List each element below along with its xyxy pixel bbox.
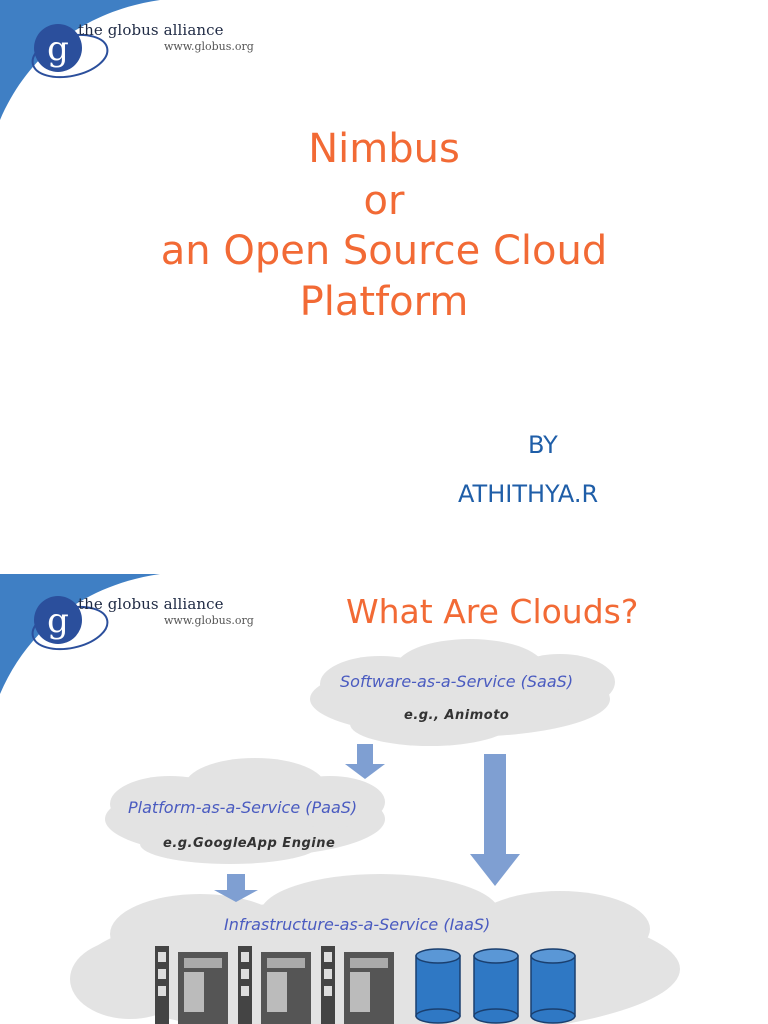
svg-text:g: g (47, 29, 69, 69)
saas-label: Software-as-a-Service (SaaS) (340, 672, 574, 691)
paas-to-iaas-arrow (214, 874, 258, 902)
title-line-3: an Open Source Cloud (160, 228, 608, 274)
paas-example: e.g.GoogleApp Engine (163, 836, 336, 851)
storage-icon-3 (530, 948, 576, 1024)
svg-text:g: g (47, 601, 69, 641)
title-line-2: or (363, 178, 405, 224)
saas-example: e.g., Animoto (404, 708, 510, 723)
server-group-1 (155, 946, 228, 1024)
paas-label: Platform-as-a-Service (PaaS) (128, 798, 358, 817)
logo-name: the globus alliance (78, 595, 224, 613)
server-group-3 (321, 946, 394, 1024)
slide-title: What Are Clouds? (346, 592, 639, 631)
cloud-diagram (70, 639, 680, 1024)
title-line-1: Nimbus (308, 126, 460, 172)
title-line-4: Platform (299, 279, 469, 325)
iaas-label: Infrastructure-as-a-Service (IaaS) (224, 915, 491, 934)
server-group-2 (238, 946, 311, 1024)
slide-divider (0, 560, 768, 574)
globus-logo-icon: g (31, 24, 109, 79)
swoosh-decoration (0, 0, 160, 120)
clouds-slide: g the globus alliance www.globus.org Wha… (0, 574, 768, 1024)
storage-icon-1 (415, 948, 461, 1024)
by-label: BY (528, 431, 558, 459)
logo-url: www.globus.org (164, 614, 254, 627)
swoosh-decoration (0, 574, 160, 694)
author-name: ATHITHYA.R (458, 480, 599, 508)
storage-icon-2 (473, 948, 519, 1024)
saas-to-iaas-arrow (470, 754, 520, 886)
saas-cloud-shape (310, 639, 615, 746)
saas-to-paas-arrow (345, 744, 385, 779)
logo-url: www.globus.org (164, 40, 254, 53)
paas-cloud-shape (105, 758, 385, 864)
globus-logo-icon: g (31, 596, 109, 651)
title-slide: g the globus alliance www.globus.org Nim… (0, 0, 608, 508)
logo-name: the globus alliance (78, 21, 224, 39)
